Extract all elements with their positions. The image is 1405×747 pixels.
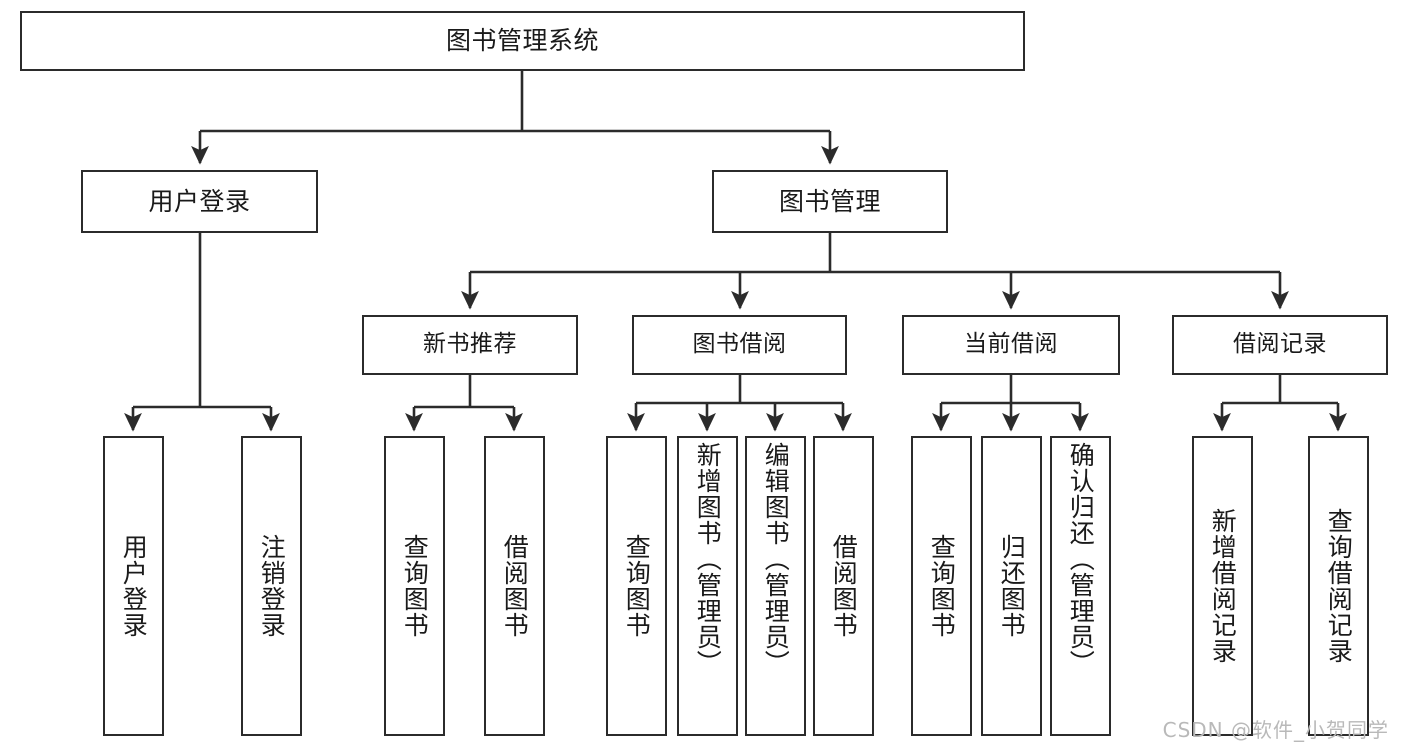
leaf-current-borrow-return[interactable]: 归还图书 (981, 436, 1042, 736)
leaf-book-borrow-borrow[interactable]: 借阅图书 (813, 436, 874, 736)
leaf-user-login-logout[interactable]: 注销登录 (241, 436, 302, 736)
node-borrow-record[interactable]: 借阅记录 (1172, 315, 1388, 375)
csdn-watermark: CSDN @软件_小贺同学 (1162, 718, 1389, 742)
leaf-current-borrow-query[interactable]: 查询图书 (911, 436, 972, 736)
leaf-current-borrow-confirm-admin[interactable]: 确认归还（管理员） (1050, 436, 1111, 736)
node-user-login[interactable]: 用户登录 (81, 170, 318, 233)
leaf-book-borrow-query[interactable]: 查询图书 (606, 436, 667, 736)
node-book-management[interactable]: 图书管理 (712, 170, 948, 233)
leaf-new-book-query[interactable]: 查询图书 (384, 436, 445, 736)
node-root-system[interactable]: 图书管理系统 (20, 11, 1025, 71)
leaf-borrow-record-add[interactable]: 新增借阅记录 (1192, 436, 1253, 736)
leaf-user-login-login[interactable]: 用户登录 (103, 436, 164, 736)
node-new-book-recommend[interactable]: 新书推荐 (362, 315, 578, 375)
leaf-new-book-borrow[interactable]: 借阅图书 (484, 436, 545, 736)
node-book-borrow[interactable]: 图书借阅 (632, 315, 847, 375)
leaf-book-borrow-edit-admin[interactable]: 编辑图书（管理员） (745, 436, 806, 736)
node-current-borrow[interactable]: 当前借阅 (902, 315, 1120, 375)
leaf-book-borrow-add-admin[interactable]: 新增图书（管理员） (677, 436, 738, 736)
leaf-borrow-record-query[interactable]: 查询借阅记录 (1308, 436, 1369, 736)
